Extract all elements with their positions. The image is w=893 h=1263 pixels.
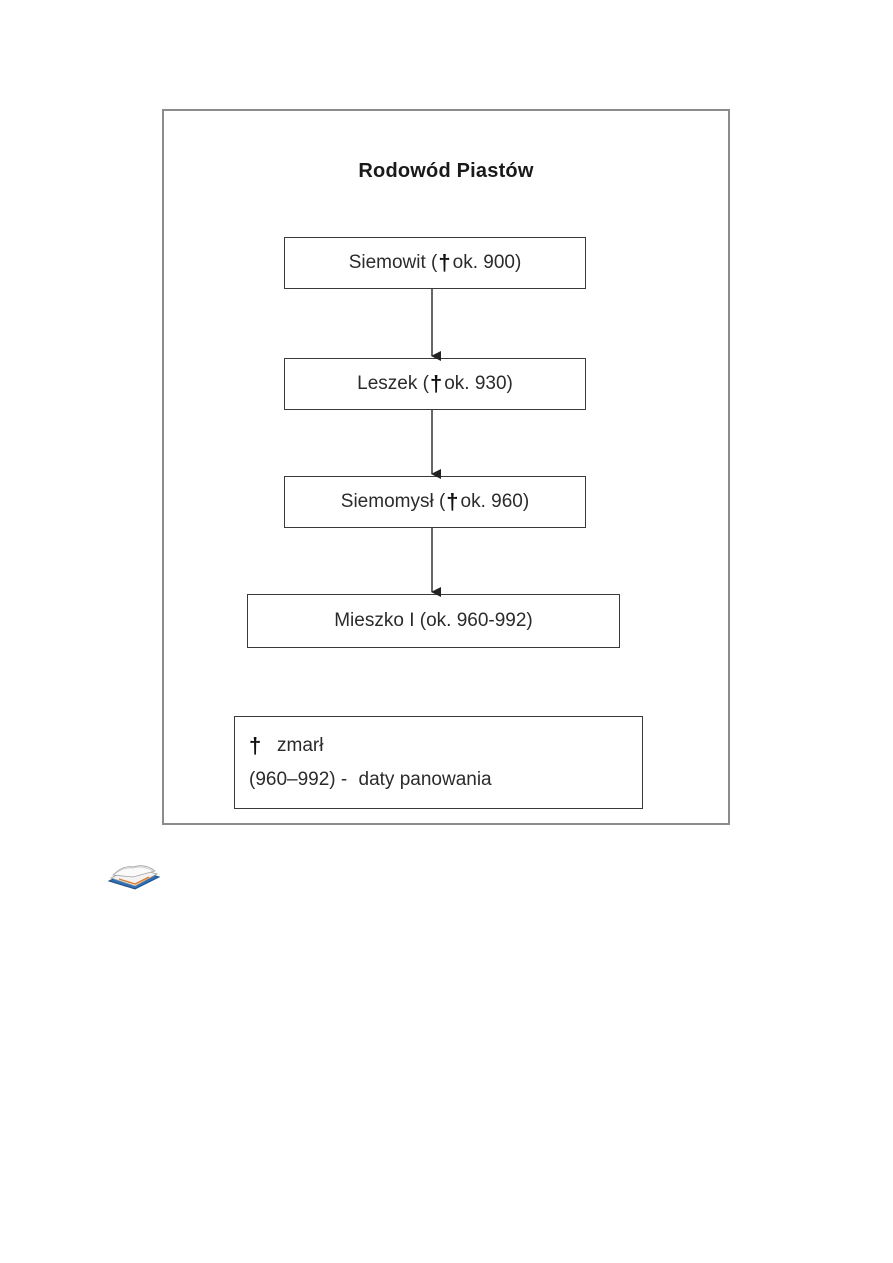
node-siemowit: Siemowit († ok. 900): [284, 237, 586, 289]
node-siemomysl: Siemomysł († ok. 960): [284, 476, 586, 528]
node-siemomysl-name: Siemomysł (: [340, 491, 446, 512]
dagger-icon: †: [429, 371, 443, 396]
legend-box: † zmarł (960–992) - daty panowania: [234, 716, 643, 809]
node-leszek: Leszek († ok. 930): [284, 358, 586, 410]
node-siemomysl-detail: ok. 960): [460, 491, 530, 512]
dagger-icon: †: [438, 250, 451, 275]
legend-dates-row: (960–992) - daty panowania: [249, 769, 492, 791]
node-siemowit-name: Siemowit (: [348, 252, 438, 273]
node-leszek-name: Leszek (: [357, 373, 429, 394]
legend-dates-meaning: daty panowania: [358, 769, 492, 790]
node-mieszko-name: Mieszko I (ok. 960-992): [334, 610, 533, 631]
book-icon: [107, 865, 161, 890]
dagger-icon: †: [249, 733, 262, 758]
diagram-frame: [162, 109, 730, 825]
node-siemowit-detail: ok. 900): [452, 252, 522, 273]
legend-symbol-meaning: zmarł: [277, 735, 324, 756]
legend-dates-example: (960–992) -: [249, 769, 348, 790]
node-leszek-detail: ok. 930): [444, 373, 513, 394]
diagram-title: Rodowód Piastów: [358, 160, 534, 182]
node-mieszko: Mieszko I (ok. 960-992): [247, 594, 620, 648]
dagger-icon: †: [446, 489, 459, 514]
legend-symbol-row: † zmarł: [249, 733, 323, 759]
